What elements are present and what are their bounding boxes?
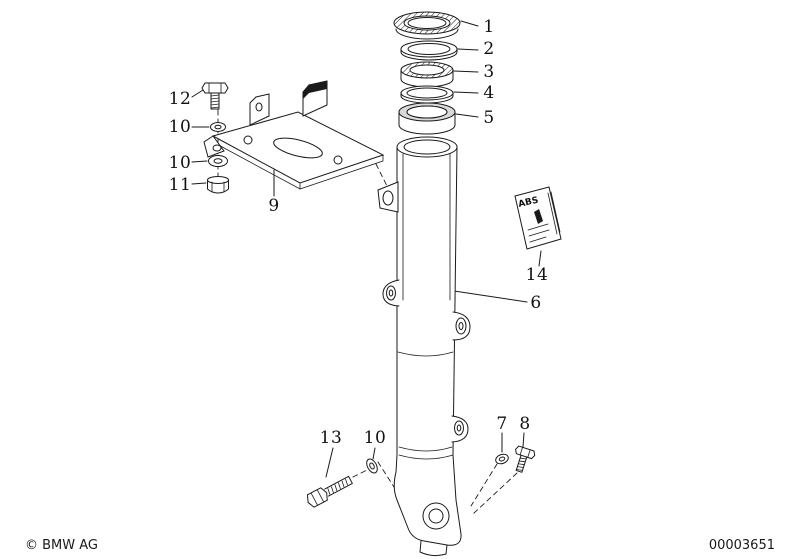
part-washer-7 xyxy=(495,453,509,465)
callout-5: 5 xyxy=(483,108,495,128)
callout-6: 6 xyxy=(530,293,542,313)
part-bracket xyxy=(203,80,385,190)
callout-7: 7 xyxy=(496,414,508,434)
callout-12: 12 xyxy=(168,89,192,109)
callout-14: 14 xyxy=(525,265,549,285)
part-slider-tube xyxy=(377,136,471,557)
copyright-notice: © BMW AG xyxy=(25,538,98,553)
part-oil-seal xyxy=(400,61,454,88)
part-bolt-8 xyxy=(515,445,536,473)
part-bushing xyxy=(398,102,456,135)
callout-1: 1 xyxy=(483,17,495,37)
part-support-ring xyxy=(400,85,454,104)
callout-10-b: 10 xyxy=(168,153,192,173)
callout-3: 3 xyxy=(483,62,495,82)
part-abs-sticker: ABS xyxy=(514,186,562,250)
part-bolt-13 xyxy=(306,475,353,508)
callout-11: 11 xyxy=(168,175,192,195)
assembly-axis-lines xyxy=(217,109,518,515)
part-washer-10-lower xyxy=(208,155,228,167)
part-washer-10-bottom xyxy=(366,458,378,474)
part-snap-ring xyxy=(400,40,458,61)
document-number: 00003651 xyxy=(708,538,775,553)
part-dust-ring xyxy=(393,11,461,40)
callout-2: 2 xyxy=(483,39,495,59)
abs-sticker-label: ABS xyxy=(517,196,539,210)
callout-13: 13 xyxy=(319,428,343,448)
callout-10-c: 10 xyxy=(363,428,387,448)
part-nut-11 xyxy=(207,176,229,194)
leader-lines xyxy=(191,20,542,478)
callout-4: 4 xyxy=(483,83,495,103)
callout-9: 9 xyxy=(268,196,280,216)
part-bolt-12 xyxy=(201,82,229,110)
callout-10-a: 10 xyxy=(168,117,192,137)
callout-8: 8 xyxy=(519,414,531,434)
part-washer-10-upper xyxy=(210,122,226,132)
